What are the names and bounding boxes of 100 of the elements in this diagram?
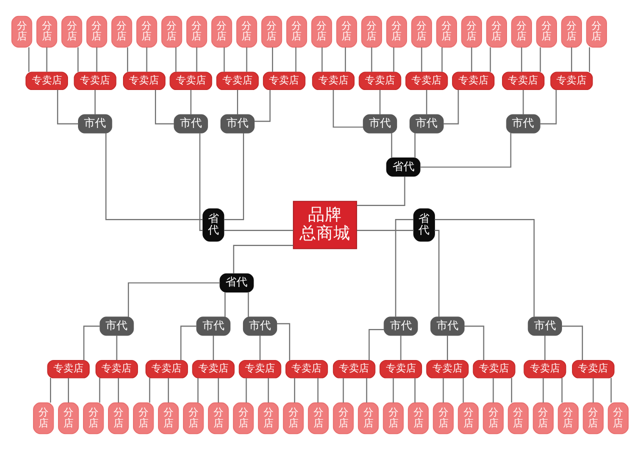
node-box: 专卖店 bbox=[238, 359, 282, 378]
node-box: 分店 bbox=[408, 402, 429, 434]
connector bbox=[248, 292, 249, 317]
connector bbox=[154, 89, 174, 124]
connector bbox=[233, 244, 294, 273]
node-box: 省代 bbox=[202, 208, 224, 242]
connector bbox=[197, 377, 198, 402]
node-box: 市代 bbox=[362, 114, 398, 133]
connector bbox=[544, 335, 546, 360]
node-box: 分店 bbox=[158, 402, 179, 434]
node-box: 分店 bbox=[382, 402, 404, 434]
node-box: 分店 bbox=[508, 402, 529, 434]
connector bbox=[610, 377, 612, 402]
connector bbox=[400, 335, 402, 360]
node-box: 分店 bbox=[432, 402, 454, 434]
node-box: 分店 bbox=[282, 402, 304, 434]
node-box: 市代 bbox=[384, 316, 418, 336]
node-box: 分店 bbox=[232, 402, 254, 434]
node-box: 专卖店 bbox=[123, 71, 166, 90]
node-box: 专卖店 bbox=[74, 71, 116, 90]
connector bbox=[442, 46, 443, 72]
node-box: 专卖店 bbox=[96, 359, 138, 378]
connector bbox=[268, 377, 269, 402]
node-box: 分店 bbox=[108, 402, 129, 434]
connector bbox=[224, 292, 226, 317]
connector bbox=[190, 89, 192, 114]
node-box: 市代 bbox=[78, 114, 112, 133]
node-box: 分店 bbox=[86, 15, 108, 48]
connector bbox=[392, 377, 394, 402]
node-box: 分店 bbox=[461, 15, 482, 48]
node-box: 市代 bbox=[220, 114, 255, 133]
node-box: 品牌总商城 bbox=[292, 200, 358, 249]
node-box: 分店 bbox=[536, 15, 557, 48]
connector bbox=[236, 89, 238, 114]
connector bbox=[540, 46, 541, 72]
connector bbox=[127, 46, 128, 72]
connector bbox=[99, 377, 100, 402]
node-box: 专卖店 bbox=[426, 359, 469, 378]
node-box: 专卖店 bbox=[472, 359, 516, 378]
node-box: 分店 bbox=[436, 15, 458, 48]
connector bbox=[571, 46, 572, 72]
connector bbox=[471, 46, 472, 72]
node-box: 分店 bbox=[582, 402, 604, 434]
node-box: 市代 bbox=[100, 316, 134, 336]
node-box: 市代 bbox=[410, 114, 444, 133]
connector bbox=[317, 377, 318, 402]
node-box: 分店 bbox=[208, 402, 229, 434]
connector bbox=[246, 377, 247, 402]
node-box: 专卖店 bbox=[405, 71, 448, 90]
connector bbox=[149, 377, 150, 402]
connector bbox=[294, 377, 296, 402]
connector bbox=[444, 89, 459, 124]
node-box: 专卖店 bbox=[524, 359, 566, 378]
connector bbox=[83, 325, 100, 360]
connector bbox=[368, 328, 384, 360]
node-box: 分店 bbox=[332, 402, 354, 434]
node-box: 专卖店 bbox=[502, 71, 544, 90]
connector bbox=[224, 46, 225, 72]
connector bbox=[434, 229, 440, 317]
connector bbox=[344, 46, 346, 72]
connector bbox=[391, 132, 392, 158]
node-box: 专卖店 bbox=[216, 71, 259, 90]
connector bbox=[442, 377, 444, 402]
node-box: 分店 bbox=[308, 402, 329, 434]
connector bbox=[218, 377, 219, 402]
node-box: 专卖店 bbox=[285, 359, 328, 378]
connector bbox=[356, 229, 414, 230]
connector bbox=[50, 377, 52, 402]
node-box: 专卖店 bbox=[47, 359, 90, 378]
connector bbox=[540, 89, 557, 124]
connector bbox=[272, 46, 274, 72]
node-box: 专卖店 bbox=[26, 71, 68, 90]
node-box: 分店 bbox=[132, 402, 154, 434]
connector bbox=[196, 46, 198, 72]
node-box: 分店 bbox=[261, 15, 282, 48]
node-box: 分店 bbox=[311, 15, 332, 48]
node-box: 分店 bbox=[236, 15, 258, 48]
node-box: 专卖店 bbox=[262, 71, 306, 90]
connector bbox=[259, 335, 261, 360]
node-box: 专卖店 bbox=[550, 71, 593, 90]
node-box: 分店 bbox=[608, 402, 629, 434]
node-box: 分店 bbox=[161, 15, 182, 48]
connector bbox=[342, 377, 344, 402]
node-box: 专卖店 bbox=[192, 359, 235, 378]
node-box: 市代 bbox=[196, 316, 230, 336]
connector bbox=[295, 46, 296, 72]
connector bbox=[420, 132, 512, 168]
connector bbox=[462, 377, 464, 402]
connector bbox=[254, 89, 271, 122]
connector bbox=[393, 46, 394, 72]
connector bbox=[168, 377, 169, 402]
node-box: 分店 bbox=[586, 15, 607, 48]
node-box: 分店 bbox=[561, 15, 582, 48]
node-box: 市代 bbox=[242, 316, 278, 336]
node-box: 分店 bbox=[258, 402, 279, 434]
connector bbox=[46, 46, 48, 72]
node-box: 分店 bbox=[36, 15, 58, 48]
connector bbox=[116, 335, 118, 360]
node-box: 分店 bbox=[186, 15, 208, 48]
connector bbox=[511, 377, 512, 402]
